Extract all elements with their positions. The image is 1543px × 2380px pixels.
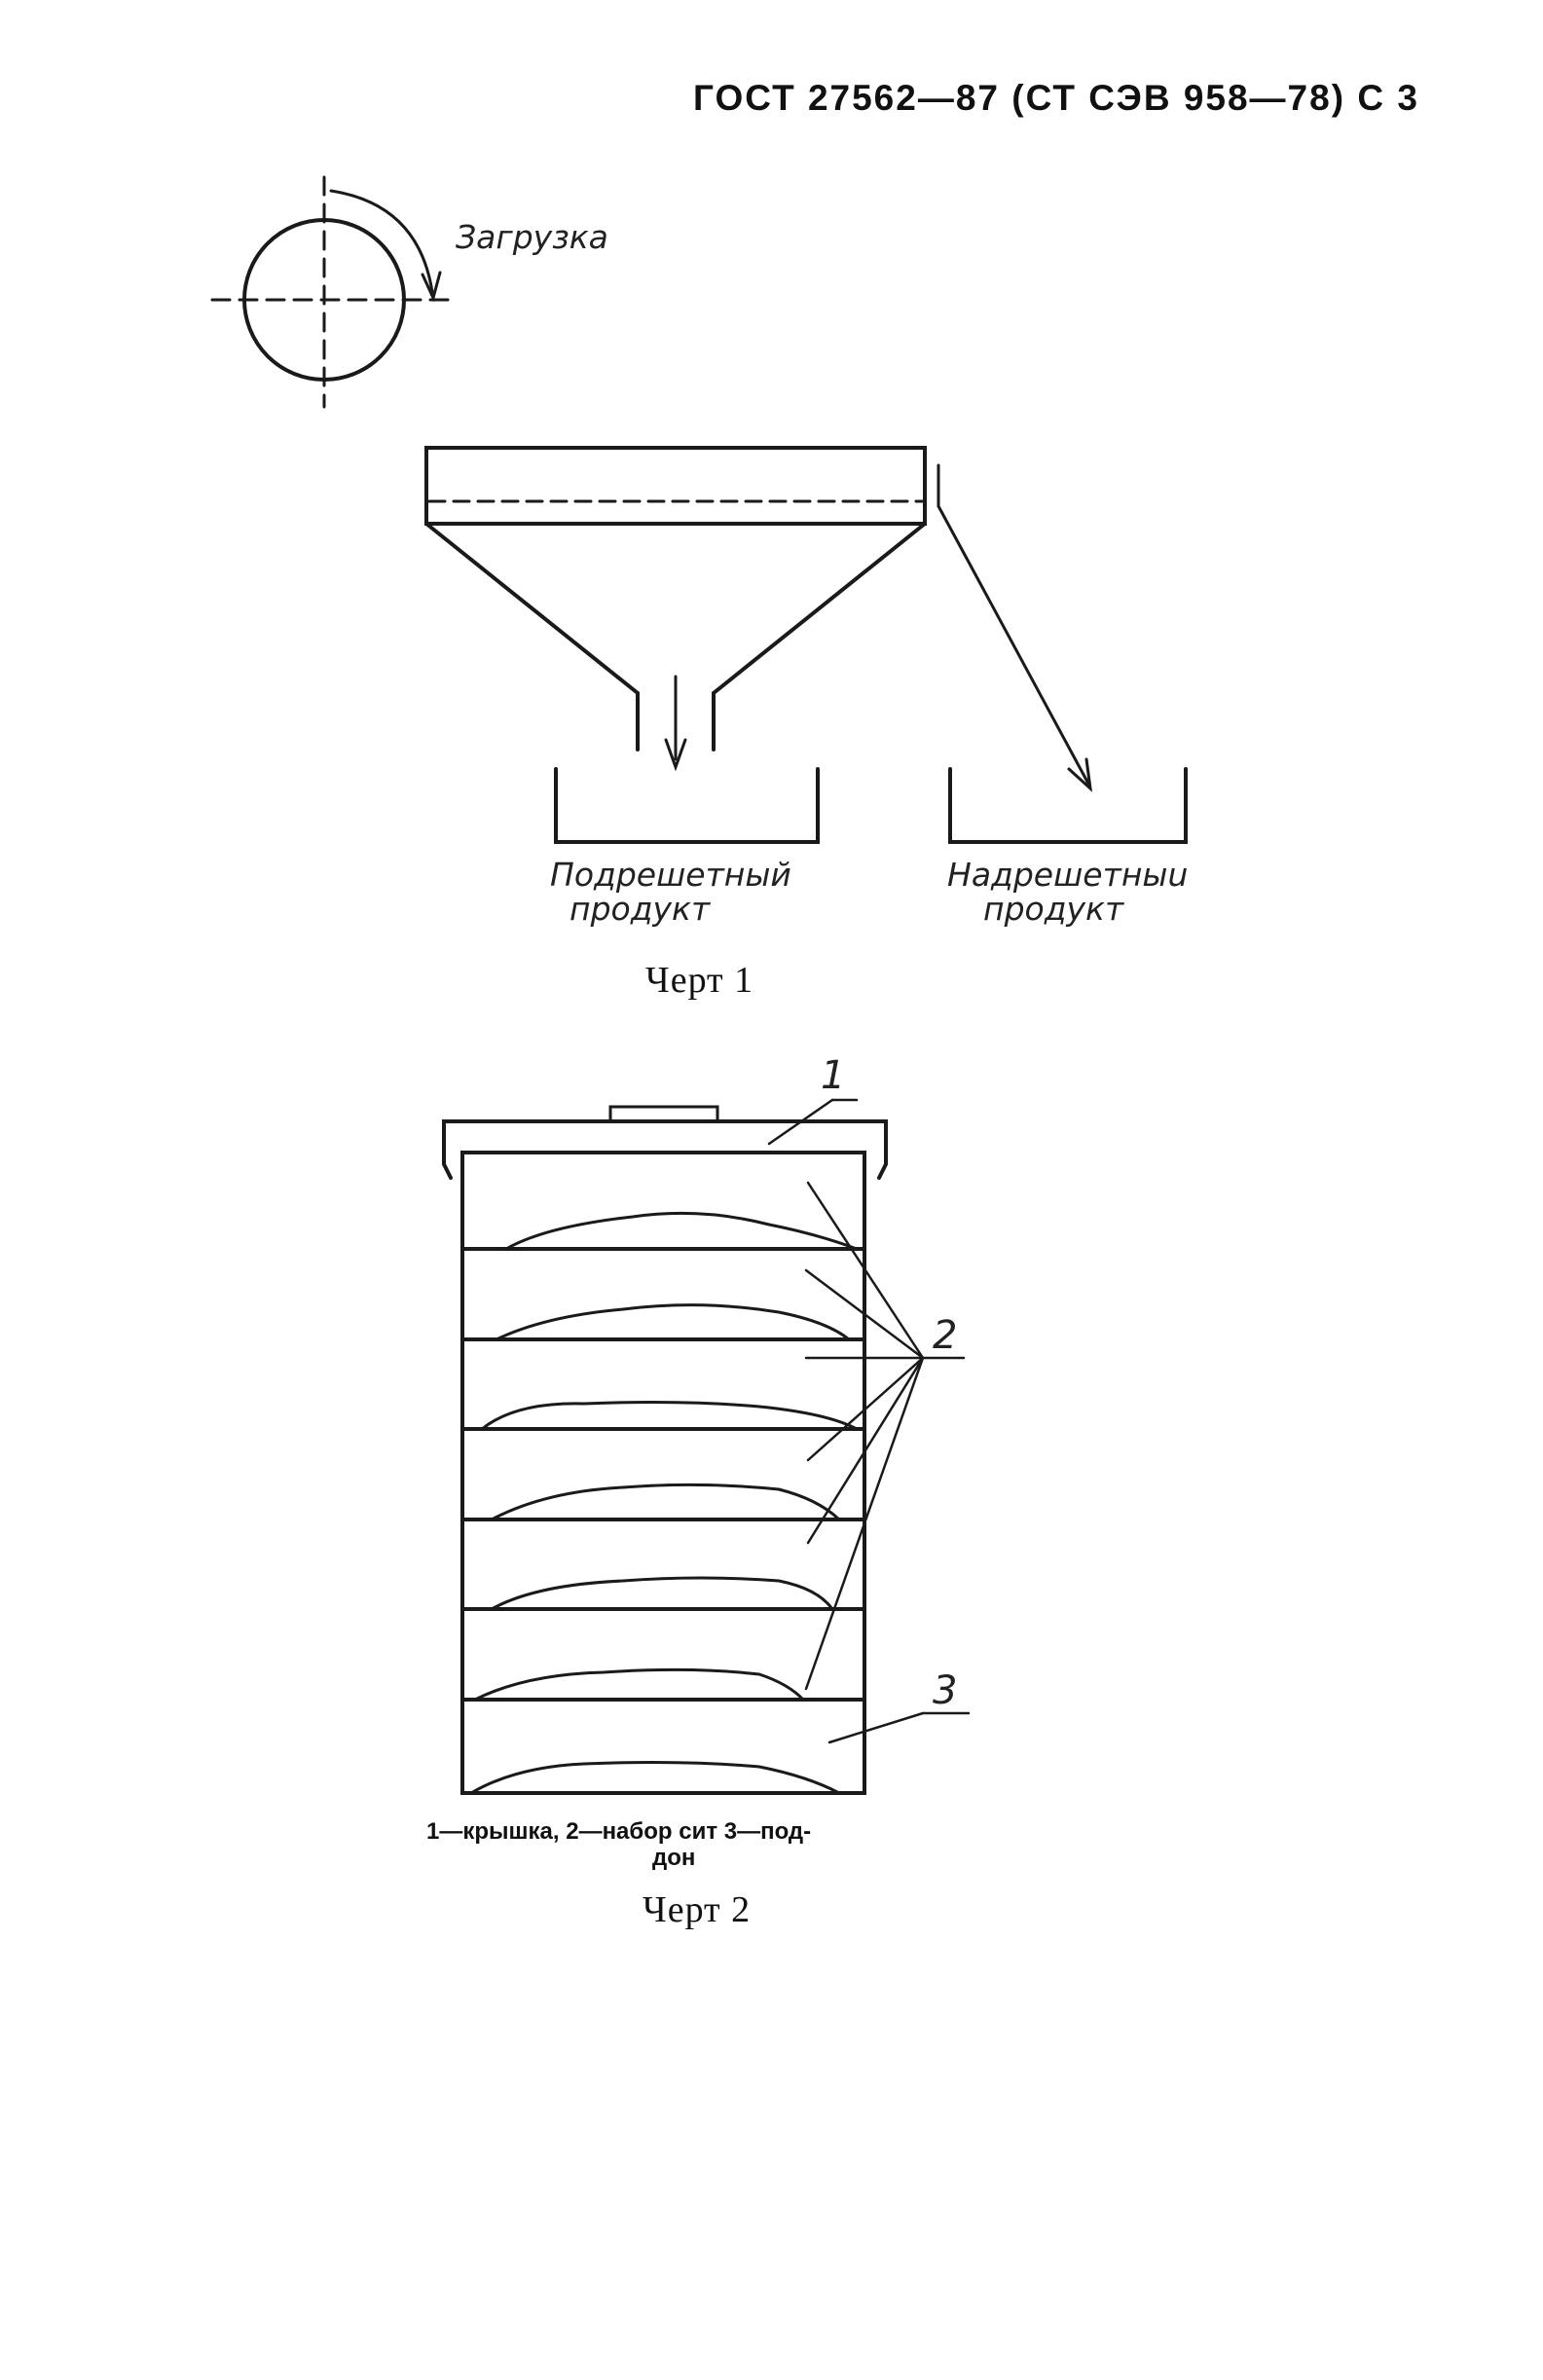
legend-line2: дон: [652, 1845, 696, 1871]
figure2-caption: Черт 2: [643, 1889, 752, 1930]
legend-line1: 1—крышка, 2—набор сит 3—под-: [426, 1818, 812, 1845]
flow-arrows: [664, 504, 1093, 792]
callout-1: 1: [821, 1053, 845, 1098]
oversize-label-line1: Надрешетныu: [947, 856, 1188, 894]
loading-label: Загрузка: [456, 218, 608, 256]
oversize-label-line2: продукт: [983, 890, 1125, 928]
figure1-caption: Черт 1: [645, 960, 754, 1001]
callout-2: 2: [933, 1313, 957, 1358]
page-header: ГОСТ 27562—87 (СТ СЭВ 958—78) С 3: [693, 78, 1419, 118]
sieve-funnel: [424, 446, 940, 751]
material-heaps: [469, 1211, 859, 1795]
callout-3: 3: [933, 1668, 957, 1713]
undersize-tray: [554, 767, 820, 844]
undersize-label-line2: продукт: [569, 890, 712, 928]
sieve-stack: [442, 1105, 888, 1795]
loading-symbol: [210, 175, 452, 409]
figure2-legend: 1—крышка, 2—набор сит 3—под- дон: [426, 1818, 972, 1871]
callout-leaders: [767, 1098, 971, 1744]
oversize-tray: [948, 767, 1188, 844]
undersize-label-line1: Подрешетный: [550, 856, 791, 894]
